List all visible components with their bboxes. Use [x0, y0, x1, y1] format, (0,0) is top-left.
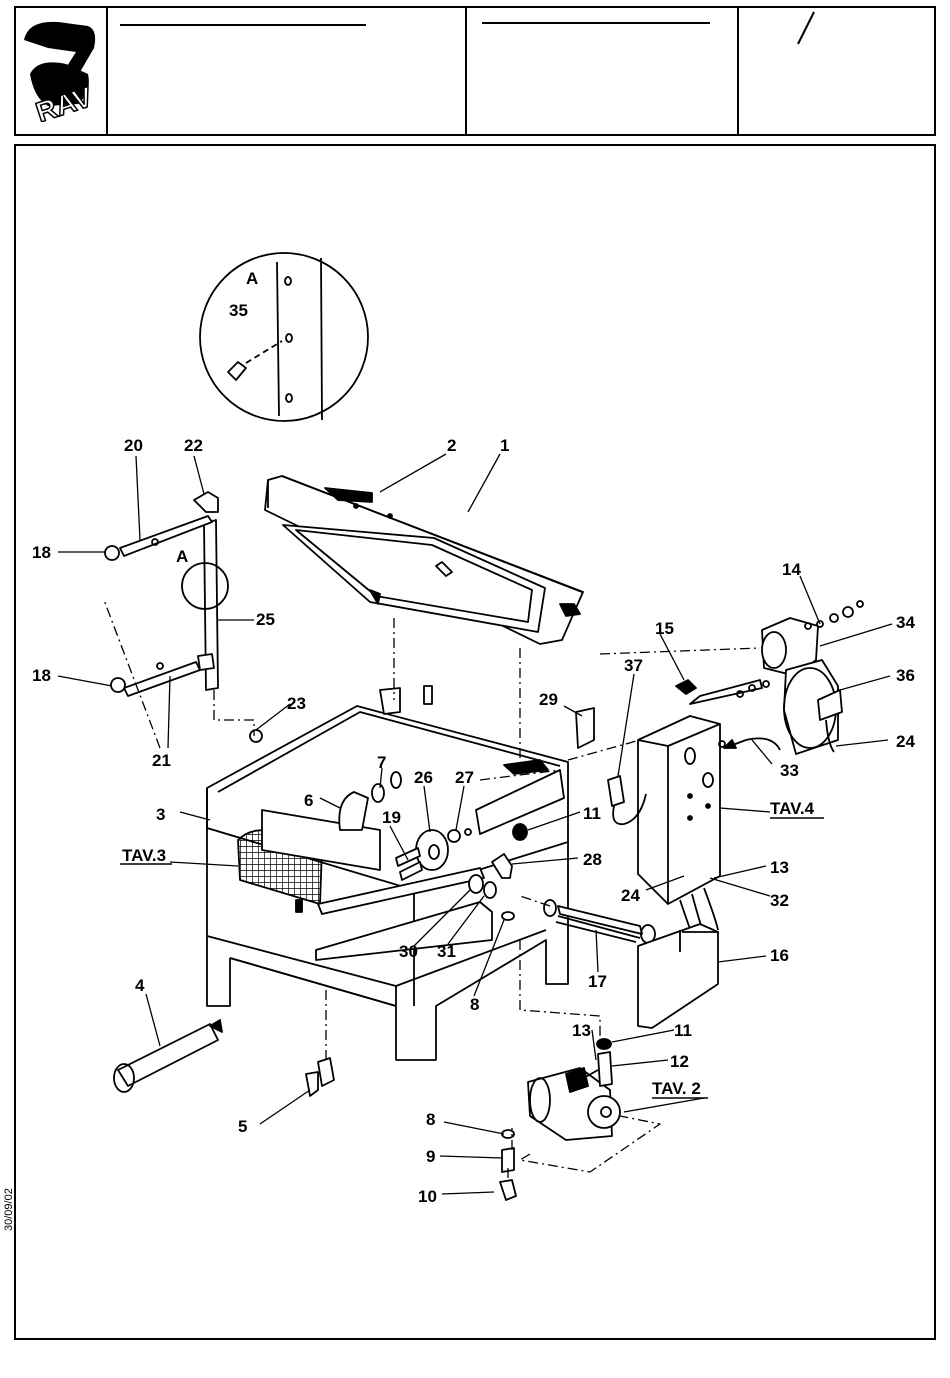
callout-7: 7	[377, 753, 386, 772]
side-cover	[638, 924, 718, 1028]
callout-36: 36	[896, 666, 915, 685]
callout-23: 23	[287, 694, 306, 713]
control-box	[638, 716, 720, 904]
callout-35: 35	[229, 301, 248, 320]
callout-32: 32	[770, 891, 789, 910]
callout-17: 17	[588, 972, 607, 991]
callout-30: 30	[399, 942, 418, 961]
callout-31: 31	[437, 942, 456, 961]
callout-18: 18	[32, 666, 51, 685]
callout-28: 28	[583, 850, 602, 869]
callout-4: 4	[135, 976, 145, 995]
reference-tav4: TAV.4	[770, 799, 815, 818]
reference-tav3: TAV.3	[122, 846, 166, 865]
spray-bar	[120, 516, 212, 556]
callout-8: 8	[426, 1110, 435, 1129]
callout-29: 29	[539, 690, 558, 709]
callout-2: 2	[447, 436, 456, 455]
callout-9: 9	[426, 1147, 435, 1166]
callout-11: 11	[583, 804, 601, 823]
callout-33: 33	[780, 761, 799, 780]
callout-14: 14	[782, 560, 801, 579]
callout-34: 34	[896, 613, 915, 632]
callout-10: 10	[418, 1187, 437, 1206]
reference-tav2: TAV. 2	[652, 1079, 701, 1098]
callout-21: 21	[152, 751, 171, 770]
callout-22: 22	[184, 436, 203, 455]
callout-24: 24	[621, 886, 640, 905]
callout-20: 20	[124, 436, 143, 455]
callout-19: 19	[382, 808, 401, 827]
callout-13: 13	[572, 1021, 591, 1040]
callout-27: 27	[455, 768, 474, 787]
detail-a-circle	[200, 253, 368, 421]
screw-icon	[228, 362, 246, 380]
callout-5: 5	[238, 1117, 247, 1136]
detail-callout-a: A	[176, 547, 188, 566]
callout-12: 12	[670, 1052, 689, 1071]
callout-18: 18	[32, 543, 51, 562]
callout-24: 24	[896, 732, 915, 751]
callout-15: 15	[655, 619, 674, 638]
callout-6: 6	[304, 791, 313, 810]
callout-25: 25	[256, 610, 275, 629]
callout-37: 37	[624, 656, 643, 675]
callout-26: 26	[414, 768, 433, 787]
callout-16: 16	[770, 946, 789, 965]
callout-1: 1	[500, 436, 509, 455]
callout-8: 8	[470, 995, 479, 1014]
detail-title: A	[246, 269, 258, 288]
callout-11: 11	[674, 1021, 692, 1040]
callout-3: 3	[156, 805, 165, 824]
filter-cartridge	[118, 1024, 218, 1086]
callout-13: 13	[770, 858, 789, 877]
